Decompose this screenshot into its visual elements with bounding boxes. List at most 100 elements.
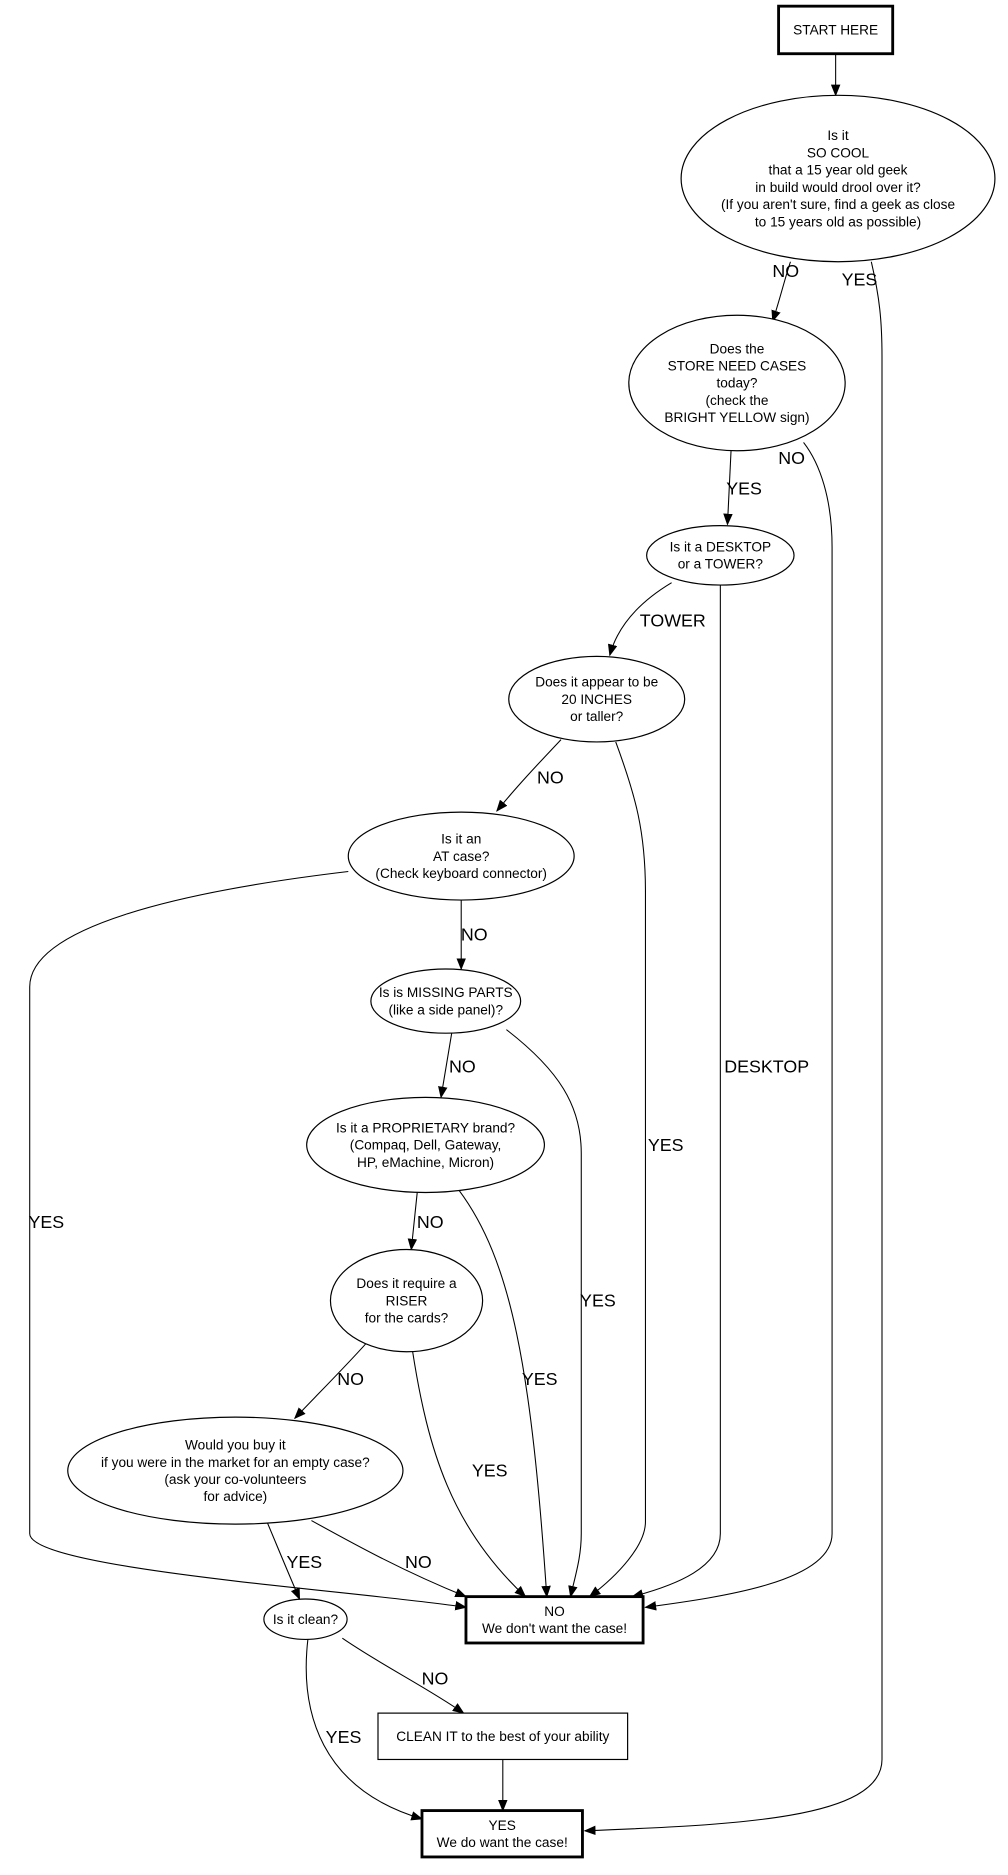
node-store-text: BRIGHT YELLOW sign)	[664, 410, 809, 425]
edge-inches-to-at	[496, 739, 562, 812]
node-start-box	[777, 4, 895, 56]
edge-label-prop-to-no: YES	[522, 1369, 558, 1389]
node-riser-text: RISER	[386, 1293, 428, 1308]
node-prop: Is it a PROPRIETARY brand? (Compaq, Dell,…	[306, 1096, 546, 1194]
edge-prop-to-no	[458, 1189, 551, 1598]
node-missing-text: Is is MISSING PARTS	[379, 985, 513, 1000]
edge-label-buy-to-clean: YES	[286, 1552, 322, 1572]
node-missing: Is is MISSING PARTS (like a side panel)?	[370, 968, 522, 1034]
node-desktop-ellipse	[646, 525, 795, 586]
edge-clean-to-yes	[305, 1639, 424, 1821]
node-store-text: (check the	[705, 393, 768, 408]
edge-cool-to-store	[771, 261, 791, 323]
edge-desktop-to-inches	[607, 582, 672, 657]
node-cleanit-box	[377, 1712, 629, 1761]
node-buy-text: for advice)	[203, 1489, 267, 1504]
edge-label-prop-to-riser: NO	[417, 1212, 444, 1232]
node-at: Is it an AT case? (Check keyboard connecto…	[347, 811, 575, 901]
node-nobox: NO We don't want the case!	[464, 1595, 645, 1645]
edge-cool-to-yes	[583, 261, 883, 1836]
node-buy-text: (ask your co-volunteers	[164, 1472, 306, 1487]
node-cool-text: Is it	[827, 128, 848, 143]
edge-prop-to-riser	[407, 1192, 418, 1251]
node-yesbox-text: YES	[489, 1818, 516, 1833]
node-missing-ellipse	[370, 968, 522, 1034]
edge-store-to-desktop	[723, 450, 733, 526]
node-at-text: Is it an	[441, 832, 481, 847]
edge-label-missing-to-no: YES	[580, 1291, 616, 1311]
node-at-ellipse	[347, 811, 575, 901]
edge-buy-to-no	[311, 1520, 468, 1598]
node-cleanit: CLEAN IT to the best of your ability	[377, 1712, 629, 1761]
edge-label-at-to-no: YES	[29, 1212, 65, 1232]
edge-label-inches-to-at: NO	[537, 768, 564, 788]
edge-clean-to-cleanit	[342, 1637, 465, 1714]
edge-label-missing-to-prop: NO	[449, 1056, 476, 1076]
node-cool-text: (If you aren't sure, find a geek as clos…	[721, 197, 955, 212]
node-nobox-text: NO	[544, 1604, 564, 1619]
edge-desktop-to-no	[631, 585, 721, 1599]
node-prop-text: (Compaq, Dell, Gateway,	[350, 1138, 502, 1153]
node-inches-ellipse	[508, 655, 686, 743]
edge-inches-to-no	[588, 741, 646, 1598]
edge-at-to-no	[29, 870, 468, 1611]
node-store-ellipse	[628, 314, 846, 452]
node-store-text: today?	[716, 376, 757, 391]
edge-label-desktop-to-inches: TOWER	[640, 611, 706, 631]
edge-label-cool-to-yes: YES	[842, 270, 878, 290]
edge-label-store-to-desktop: YES	[726, 479, 762, 499]
edge-label-cool-to-store: NO	[772, 261, 799, 281]
node-prop-ellipse	[306, 1096, 546, 1194]
node-store-text: STORE NEED CASES	[668, 359, 807, 374]
node-at-text: AT case?	[433, 849, 490, 864]
node-buy-text: if you were in the market for an empty c…	[101, 1455, 370, 1470]
edge-label-store-to-no: NO	[778, 448, 805, 468]
node-riser-text: Does it require a	[356, 1276, 457, 1291]
node-cool-ellipse	[680, 94, 996, 263]
node-inches-text: Does it appear to be	[535, 675, 658, 690]
node-inches: Does it appear to be 20 INCHES or taller?	[508, 655, 686, 743]
edge-label-desktop-to-no: DESKTOP	[724, 1056, 809, 1076]
node-clean: Is it clean?	[263, 1598, 348, 1641]
edge-label-riser-to-no: YES	[472, 1461, 508, 1481]
edge-label-riser-to-buy: NO	[337, 1369, 364, 1389]
node-buy: Would you buy it if you were in the marke…	[67, 1416, 404, 1525]
node-at-text: (Check keyboard connector)	[375, 866, 547, 881]
edge-missing-to-no	[506, 1029, 582, 1598]
node-store-text: Does the	[710, 341, 765, 356]
node-cool-text: SO COOL	[807, 145, 870, 160]
node-prop-text: Is it a PROPRIETARY brand?	[336, 1120, 516, 1135]
edge-riser-to-no	[411, 1350, 527, 1598]
edge-buy-to-clean	[266, 1522, 301, 1601]
edge-label-clean-to-yes: YES	[326, 1727, 362, 1747]
node-buy-ellipse	[67, 1416, 404, 1525]
edge-missing-to-prop	[438, 1033, 453, 1099]
node-inches-text: or taller?	[570, 709, 624, 724]
node-nobox-text: We don't want the case!	[482, 1621, 627, 1636]
node-buy-text: Would you buy it	[185, 1438, 286, 1453]
node-yesbox-text: We do want the case!	[437, 1835, 568, 1850]
node-clean-ellipse	[263, 1598, 348, 1641]
node-nobox-box	[464, 1595, 645, 1645]
node-riser-text: for the cards?	[365, 1311, 449, 1326]
node-desktop-text: or a TOWER?	[678, 557, 764, 572]
node-clean-text: Is it clean?	[273, 1612, 339, 1627]
node-start: START HERE	[777, 4, 895, 56]
edge-riser-to-buy	[293, 1343, 367, 1420]
edge-label-inches-to-no: YES	[648, 1135, 684, 1155]
edge-label-clean-to-cleanit: NO	[422, 1669, 449, 1689]
node-desktop-text: Is it a DESKTOP	[670, 539, 771, 554]
node-cool-text: that a 15 year old geek	[769, 163, 908, 178]
node-riser-ellipse	[329, 1248, 484, 1353]
node-missing-text: (like a side panel)?	[388, 1002, 503, 1017]
node-prop-text: HP, eMachine, Micron)	[357, 1155, 494, 1170]
node-desktop: Is it a DESKTOP or a TOWER?	[646, 525, 795, 586]
edge-label-at-to-missing: NO	[461, 924, 488, 944]
node-riser: Does it require a RISER for the cards?	[329, 1248, 484, 1353]
node-yesbox: YES We do want the case!	[420, 1809, 584, 1859]
node-cool-text: to 15 years old as possible)	[755, 214, 921, 229]
node-cool-text: in build would drool over it?	[755, 180, 921, 195]
node-inches-text: 20 INCHES	[561, 692, 632, 707]
edge-label-buy-to-no: NO	[405, 1552, 432, 1572]
